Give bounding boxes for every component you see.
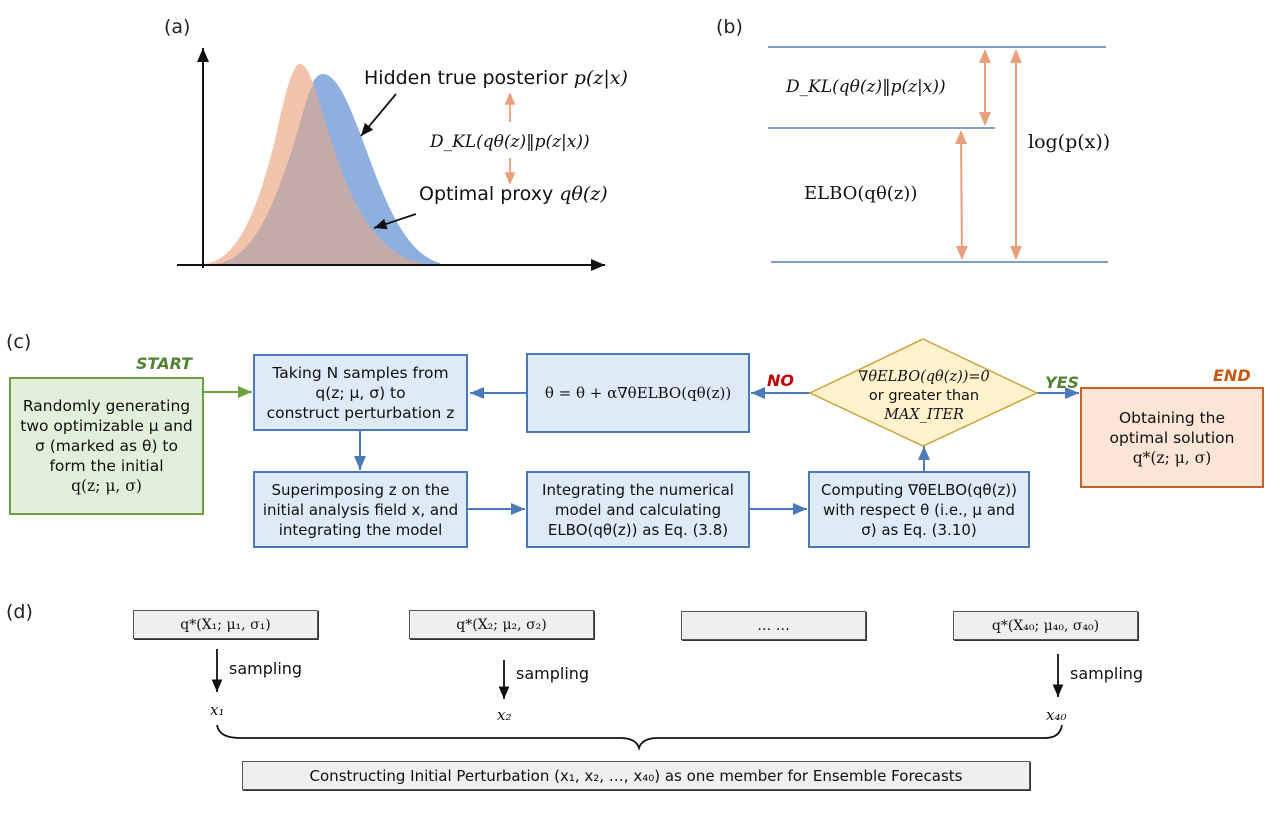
- gradient-box-line: σ) as Eq. (3.10): [861, 520, 977, 539]
- member-dist-box-ellipsis: … …: [681, 611, 866, 640]
- decision-line: or greater than: [868, 387, 980, 404]
- start-tag: START: [136, 354, 193, 373]
- start-box-line: two optimizable μ and: [20, 417, 193, 435]
- elbo-span-arrow: [955, 130, 968, 260]
- start-box-line: q(z; μ, σ): [71, 477, 142, 495]
- superimpose-box-line: Superimposing z on the: [271, 480, 450, 499]
- elbo-label-b: ELBO(qθ(z)): [804, 183, 918, 204]
- sampling-label-40: sampling: [1070, 664, 1144, 683]
- start-box-line: Randomly generating: [22, 397, 191, 415]
- true-posterior-name: Hidden true posterior: [364, 67, 568, 89]
- sample-x1: x₁: [210, 701, 225, 719]
- update-box[interactable]: θ = θ + α∇θELBO(qθ(z)): [526, 353, 750, 433]
- true-posterior-label: Hidden true posterior p(z|x): [364, 67, 628, 89]
- start-box-line: form the initial: [49, 457, 164, 475]
- superimpose-box-line: integrating the model: [278, 520, 443, 539]
- gradient-box-line: with respect θ (i.e., μ and: [823, 500, 1015, 519]
- update-box-line: θ = θ + α∇θELBO(qθ(z)): [544, 384, 732, 402]
- decision-line: ∇θELBO(qθ(z))=0: [858, 368, 990, 385]
- end-box-line: Obtaining the: [1118, 408, 1226, 427]
- proxy-pointer: [373, 213, 417, 230]
- proxy-math: qθ(z): [559, 183, 608, 205]
- curly-brace: [216, 724, 1063, 752]
- decision-text: ∇θELBO(qθ(z))=0 or greater than MAX_ITER: [836, 364, 1012, 428]
- end-box-line: optimal solution: [1109, 428, 1235, 447]
- gradient-box-line: Computing ∇θELBO(qθ(z)): [821, 480, 1017, 499]
- integrate-box-line: ELBO(qθ(z)) as Eq. (3.8): [547, 520, 729, 539]
- end-box[interactable]: Obtaining the optimal solution q*(z; μ, …: [1080, 387, 1264, 488]
- integrate-box-line: Integrating the numerical: [542, 480, 734, 499]
- ensemble-result-box: Constructing Initial Perturbation (x₁, x…: [242, 761, 1030, 790]
- integrate-box[interactable]: Integrating the numerical model and calc…: [526, 471, 750, 548]
- superimpose-box-line: initial analysis field x, and: [262, 500, 459, 519]
- sample-box-line: q(z; μ, σ) to: [315, 383, 406, 402]
- proxy-label: Optimal proxy qθ(z): [419, 183, 608, 205]
- sample-x40: x₄₀: [1046, 706, 1067, 724]
- gradient-box[interactable]: Computing ∇θELBO(qθ(z)) with respect θ (…: [808, 471, 1030, 548]
- member-dist-box-2: q*(X₂; μ₂, σ₂): [409, 610, 594, 639]
- decision-line: MAX_ITER: [884, 406, 964, 423]
- yes-tag: YES: [1045, 373, 1080, 392]
- integrate-box-line: model and calculating: [554, 500, 722, 519]
- sample-box-line: Taking N samples from: [272, 363, 449, 382]
- overlap-region: [215, 85, 420, 264]
- member-dist-box-1: q*(X₁; μ₁, σ₁): [133, 610, 318, 639]
- no-tag: NO: [767, 371, 794, 390]
- start-box-line: σ (marked as θ) to: [34, 437, 178, 455]
- panel-b-label: (b): [716, 16, 743, 38]
- sample-box[interactable]: Taking N samples from q(z; μ, σ) to cons…: [253, 354, 468, 431]
- panel-a-label: (a): [164, 16, 191, 38]
- sample-box-line: construct perturbation z: [266, 403, 455, 422]
- panel-d-label: (d): [6, 601, 33, 623]
- true-posterior-math: p(z|x): [573, 67, 628, 89]
- superimpose-box[interactable]: Superimposing z on the initial analysis …: [253, 471, 468, 548]
- member-dist-box-40: q*(X₄₀; μ₄₀, σ₄₀): [953, 611, 1138, 640]
- divergence-label-a: D_KL(qθ(z)‖p(z|x)): [430, 132, 590, 152]
- decision-diamond[interactable]: [808, 338, 1039, 447]
- end-box-line: q*(z; μ, σ): [1132, 448, 1212, 467]
- sampling-label-2: sampling: [516, 664, 590, 683]
- true-posterior-pointer: [360, 93, 397, 137]
- proxy-name: Optimal proxy: [419, 183, 554, 205]
- start-box[interactable]: Randomly generating two optimizable μ an…: [9, 377, 204, 515]
- sample-x2: x₂: [497, 706, 512, 724]
- logp-label: log(p(x)): [1028, 131, 1111, 153]
- panel-c-label: (c): [6, 331, 32, 353]
- sampling-label-1: sampling: [229, 659, 303, 678]
- kl-label-b: D_KL(qθ(z)‖p(z|x)): [786, 77, 946, 97]
- end-tag: END: [1213, 366, 1251, 385]
